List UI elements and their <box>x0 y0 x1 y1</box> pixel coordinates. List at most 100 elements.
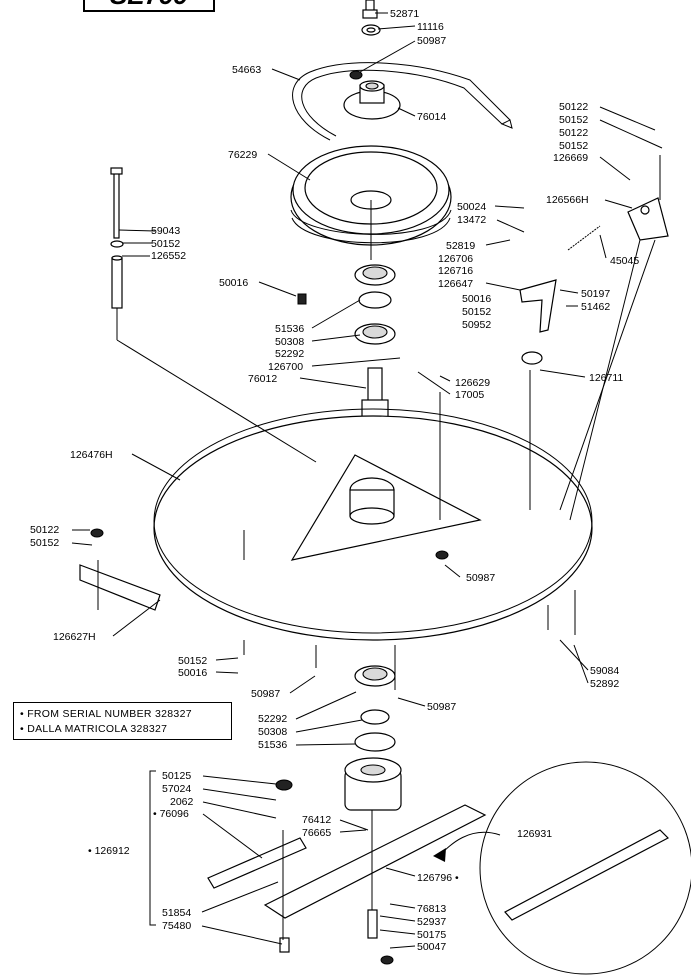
label-50952: 50952 <box>462 319 491 331</box>
label-11116: 11116 <box>417 21 444 33</box>
nut-50987-disc <box>435 550 449 560</box>
blade-126796 <box>263 804 487 919</box>
label-52937: 52937 <box>417 916 446 928</box>
detail-circle-126931 <box>479 761 691 975</box>
pulley-76229 <box>290 145 452 246</box>
bearing-upper <box>354 264 396 345</box>
lever-126647 <box>519 279 557 333</box>
label-76014: 76014 <box>417 111 446 123</box>
label-126629: 126629 <box>455 377 490 389</box>
label-52892: 52892 <box>590 678 619 690</box>
label-51536: 51536 <box>275 323 304 335</box>
label-50308: 50308 <box>275 336 304 348</box>
label-50122: 50122 <box>30 524 59 536</box>
label-50016: 50016 <box>462 293 491 305</box>
label-52871: 52871 <box>390 8 419 20</box>
label-50987: 50987 <box>251 688 280 700</box>
label-50308: 50308 <box>258 726 287 738</box>
label-126476H: 126476H <box>70 449 113 461</box>
label-52292: 52292 <box>258 713 287 725</box>
bolt-75480 <box>279 937 290 953</box>
label-126716: 126716 <box>438 265 473 277</box>
label-126796: 126796 • <box>417 872 459 884</box>
label-50152: 50152 <box>462 306 491 318</box>
diagram-title: SE799 <box>110 0 188 10</box>
nut-50987-top <box>349 70 363 80</box>
bracket-126912 <box>149 770 156 926</box>
roller-126711 <box>521 351 543 365</box>
label-50987: 50987 <box>417 35 446 47</box>
label-76229: 76229 <box>228 149 257 161</box>
label-50122: 50122 <box>559 127 588 139</box>
label-126647: 126647 <box>438 278 473 290</box>
label-54663: 54663 <box>232 64 261 76</box>
spring-45045 <box>567 225 601 251</box>
label-57024: 57024 <box>162 783 191 795</box>
bolt-52937 <box>367 909 394 965</box>
bearing-lower <box>354 665 396 752</box>
label-126931: 126931 <box>517 828 552 840</box>
label-50016: 50016 <box>178 667 207 679</box>
disc-126476H <box>153 408 593 641</box>
label-126669: 126669 <box>553 152 588 164</box>
label-13472: 13472 <box>457 214 486 226</box>
label-51536: 51536 <box>258 739 287 751</box>
label-59043: 59043 <box>151 225 180 237</box>
label-75480: 75480 <box>162 920 191 932</box>
bolt-59043 <box>110 167 123 239</box>
label-50152: 50152 <box>151 238 180 250</box>
note-line-english: • FROM SERIAL NUMBER 328327 <box>20 708 192 720</box>
label-126912: • 126912 <box>88 845 130 857</box>
label-50175: 50175 <box>417 929 446 941</box>
label-2062: 2062 <box>170 796 194 808</box>
label-126700: 126700 <box>268 361 303 373</box>
detail-arrow <box>439 831 501 856</box>
label-126552: 126552 <box>151 250 186 262</box>
nut-50125 <box>275 779 293 791</box>
label-45045: 45045 <box>610 255 639 267</box>
label-76012: 76012 <box>248 373 277 385</box>
hub-76412 <box>344 757 402 811</box>
serial-note-box: • FROM SERIAL NUMBER 328327 • DALLA MATR… <box>13 702 232 740</box>
detail-arrow-head <box>433 848 446 862</box>
label-50122: 50122 <box>559 101 588 113</box>
spacer-126552 <box>110 240 124 309</box>
bolt-52871 <box>362 0 378 19</box>
label-76665: 76665 <box>302 827 331 839</box>
bracket-126566H <box>627 197 669 241</box>
label-50987: 50987 <box>466 572 495 584</box>
bracket-126627H <box>79 528 161 611</box>
label-50152: 50152 <box>559 114 588 126</box>
label-126706: 126706 <box>438 253 473 265</box>
leader-lines <box>71 12 663 949</box>
label-50987: 50987 <box>427 701 456 713</box>
label-17005: 17005 <box>455 389 484 401</box>
bolt-50016-left <box>297 293 307 305</box>
label-50152: 50152 <box>30 537 59 549</box>
label-50152: 50152 <box>178 655 207 667</box>
label-126566H: 126566H <box>546 194 589 206</box>
hub-76014 <box>343 80 401 120</box>
label-50197: 50197 <box>581 288 610 300</box>
label-50016: 50016 <box>219 277 248 289</box>
label-76096: • 76096 <box>153 808 189 820</box>
label-50152: 50152 <box>559 140 588 152</box>
part-labels: 52871 11116 50987 54663 76014 50122 5015… <box>30 8 639 953</box>
label-126711: 126711 <box>589 372 623 384</box>
label-52819: 52819 <box>446 240 475 252</box>
note-line-italian: • DALLA MATRICOLA 328327 <box>20 723 168 735</box>
washer-11116 <box>361 24 381 36</box>
label-76412: 76412 <box>302 814 331 826</box>
label-76813: 76813 <box>417 903 446 915</box>
label-51462: 51462 <box>581 301 610 313</box>
label-50024: 50024 <box>457 201 486 213</box>
label-51854: 51854 <box>162 907 191 919</box>
label-52292: 52292 <box>275 348 304 360</box>
blade-76096 <box>207 837 307 889</box>
diagram-title-box: SE799 <box>83 0 215 12</box>
label-126627H: 126627H <box>53 631 96 643</box>
label-50125: 50125 <box>162 770 191 782</box>
belt-54663 <box>292 62 513 141</box>
label-50047: 50047 <box>417 941 446 953</box>
